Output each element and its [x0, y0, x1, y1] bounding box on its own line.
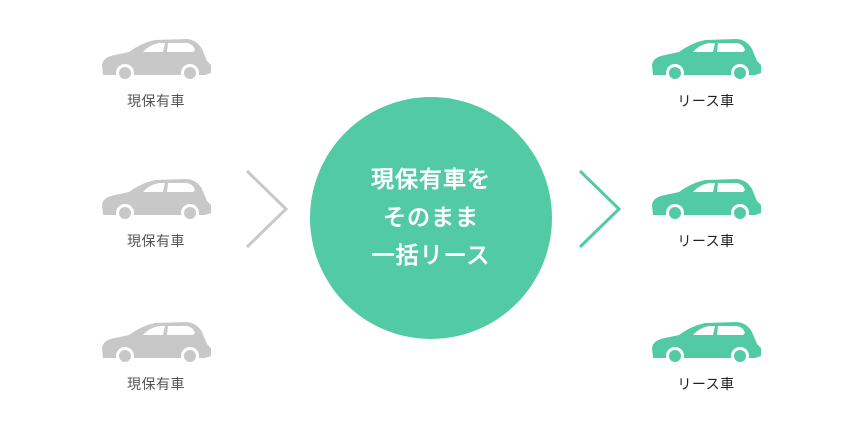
center-text-line-1: 現保有車を	[371, 167, 491, 193]
owned-car-label: 現保有車	[127, 234, 185, 250]
chevron-right-icon	[245, 169, 289, 249]
owned-car-3: 現保有車	[96, 320, 216, 394]
car-icon	[651, 322, 761, 364]
lease-car-label: リース車	[677, 234, 735, 250]
owned-car-2: 現保有車	[96, 177, 216, 251]
lease-car-label: リース車	[677, 94, 735, 110]
lease-car-2: リース車	[646, 177, 766, 251]
owned-car-1: 現保有車	[96, 37, 216, 111]
car-icon	[101, 322, 211, 364]
car-icon	[651, 179, 761, 221]
car-icon	[101, 179, 211, 221]
owned-car-label: 現保有車	[127, 377, 185, 393]
car-icon	[101, 39, 211, 81]
center-circle: 現保有車を そのまま 一括リース	[310, 97, 552, 339]
car-icon	[651, 39, 761, 81]
owned-car-label: 現保有車	[127, 94, 185, 110]
center-text-line-3: 一括リース	[371, 243, 491, 269]
center-text-line-2: そのまま	[383, 205, 479, 231]
chevron-right-icon	[578, 169, 622, 249]
lease-car-3: リース車	[646, 320, 766, 394]
lease-car-label: リース車	[677, 377, 735, 393]
lease-car-1: リース車	[646, 37, 766, 111]
